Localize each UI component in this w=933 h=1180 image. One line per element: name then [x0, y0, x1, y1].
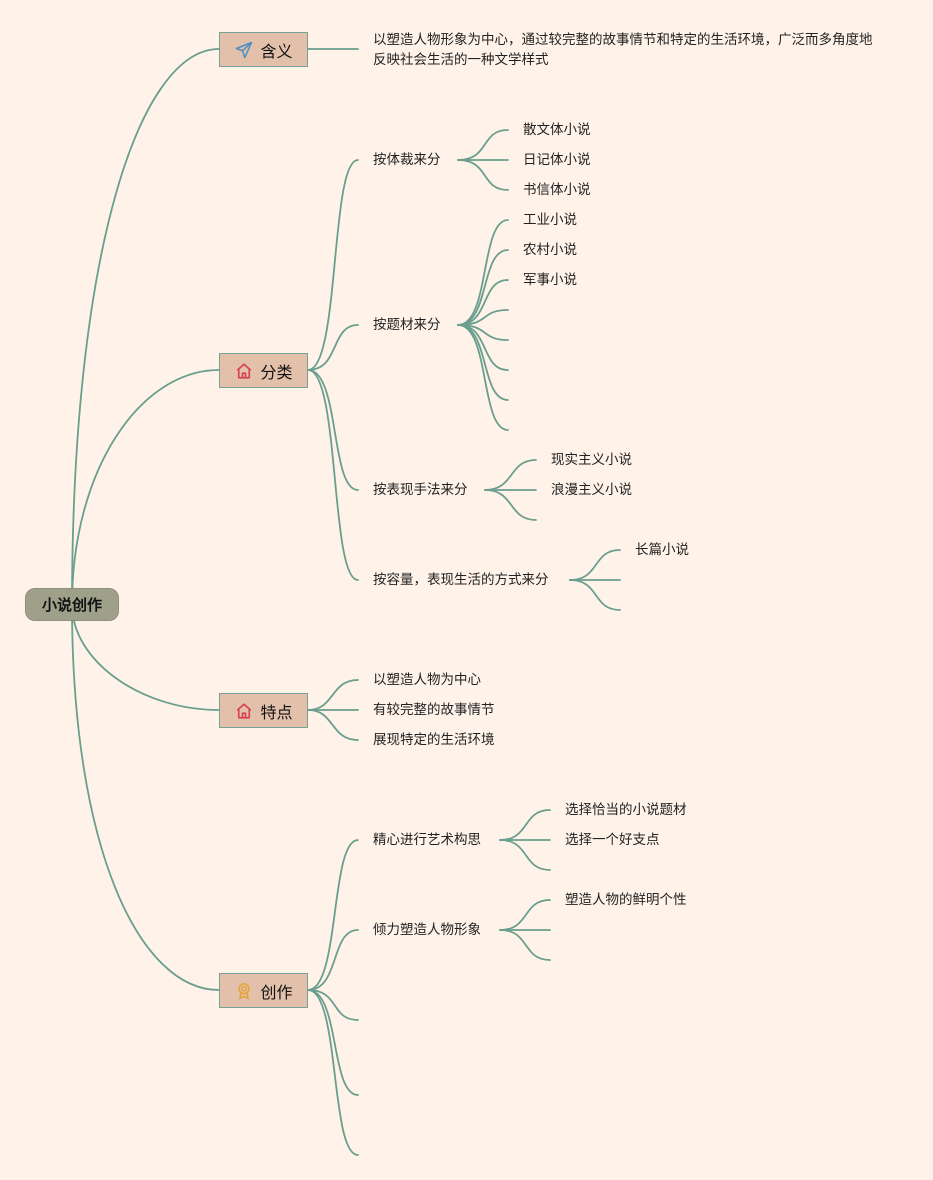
sub-node-by-subject[interactable]: 按题材来分	[373, 317, 441, 333]
branch-label-classification: 分类	[260, 362, 293, 382]
link-subject-3	[457, 279, 509, 326]
branch-label-meaning: 含义	[260, 41, 293, 61]
leaf-conception-1[interactable]: 选择恰当的小说题材	[565, 802, 687, 818]
leaf-characters-1[interactable]: 塑造人物的鲜明个性	[565, 892, 687, 908]
sub-node-by-capacity[interactable]: 按容量，表现生活的方式来分	[373, 572, 549, 588]
link-class-genre	[307, 159, 359, 371]
link-root-meaning	[71, 48, 220, 606]
sub-node-by-genre[interactable]: 按体裁来分	[373, 152, 441, 168]
sub-node-by-technique[interactable]: 按表现手法来分	[373, 482, 468, 498]
paper-plane-icon	[234, 40, 254, 60]
link-characters-1	[499, 899, 551, 931]
leaf-conception-2[interactable]: 选择一个好支点	[565, 832, 660, 848]
sub-node-conception[interactable]: 精心进行艺术构思	[373, 832, 481, 848]
leaf-genre-1[interactable]: 散文体小说	[523, 122, 591, 138]
link-creation-conception	[307, 839, 359, 991]
leaf-genre-2[interactable]: 日记体小说	[523, 152, 591, 168]
branch-node-features[interactable]: 特点	[219, 693, 308, 728]
house-icon	[234, 361, 254, 381]
link-class-technique	[307, 369, 359, 491]
link-creation-empty-2	[307, 989, 359, 1096]
branch-label-creation: 创作	[260, 982, 293, 1002]
link-technique-1	[484, 459, 537, 491]
link-genre-1	[457, 129, 509, 161]
link-characters-3	[499, 929, 551, 961]
link-class-subject	[307, 324, 359, 371]
leaf-capacity-1[interactable]: 长篇小说	[635, 542, 689, 558]
link-capacity-1	[569, 549, 621, 581]
leaf-subject-1[interactable]: 工业小说	[523, 212, 577, 228]
award-badge-icon	[234, 981, 254, 1001]
leaf-technique-1[interactable]: 现实主义小说	[551, 452, 632, 468]
link-root-creation	[71, 604, 220, 991]
link-root-classification	[71, 369, 220, 606]
branch-node-creation[interactable]: 创作	[219, 973, 308, 1008]
leaf-technique-2[interactable]: 浪漫主义小说	[551, 482, 632, 498]
sub-node-characters[interactable]: 倾力塑造人物形象	[373, 922, 481, 938]
root-label: 小说创作	[41, 596, 102, 614]
link-subject-2	[457, 249, 509, 326]
branch-node-classification[interactable]: 分类	[219, 353, 308, 388]
leaf-feature-1[interactable]: 以塑造人物为中心	[373, 672, 481, 688]
link-root-features	[71, 604, 220, 711]
leaf-feature-3[interactable]: 展现特定的生活环境	[373, 732, 495, 748]
leaf-feature-2[interactable]: 有较完整的故事情节	[373, 702, 495, 718]
meaning-description: 以塑造人物形象为中心，通过较完整的故事情节和特定的生活环境，广泛而多角度地反映社…	[373, 32, 873, 68]
link-feature-1	[307, 679, 359, 711]
link-genre-3	[457, 159, 509, 191]
link-subject-1	[457, 219, 509, 326]
leaf-genre-3[interactable]: 书信体小说	[523, 182, 591, 198]
leaf-subject-2[interactable]: 农村小说	[523, 242, 577, 258]
leaf-subject-3[interactable]: 军事小说	[523, 272, 577, 288]
root-node[interactable]: 小说创作	[25, 588, 119, 621]
link-technique-3	[484, 489, 537, 521]
link-feature-3	[307, 709, 359, 741]
house-icon	[234, 701, 254, 721]
link-subject-8	[457, 324, 509, 431]
branch-label-features: 特点	[260, 702, 293, 722]
link-capacity-3	[569, 579, 621, 611]
link-conception-1	[499, 809, 551, 841]
link-creation-empty-1	[307, 989, 359, 1021]
link-conception-3	[499, 839, 551, 871]
link-creation-empty-3	[307, 989, 359, 1156]
link-creation-characters	[307, 929, 359, 991]
branch-node-meaning[interactable]: 含义	[219, 32, 308, 67]
link-class-capacity	[307, 369, 359, 581]
link-subject-7	[457, 324, 509, 401]
